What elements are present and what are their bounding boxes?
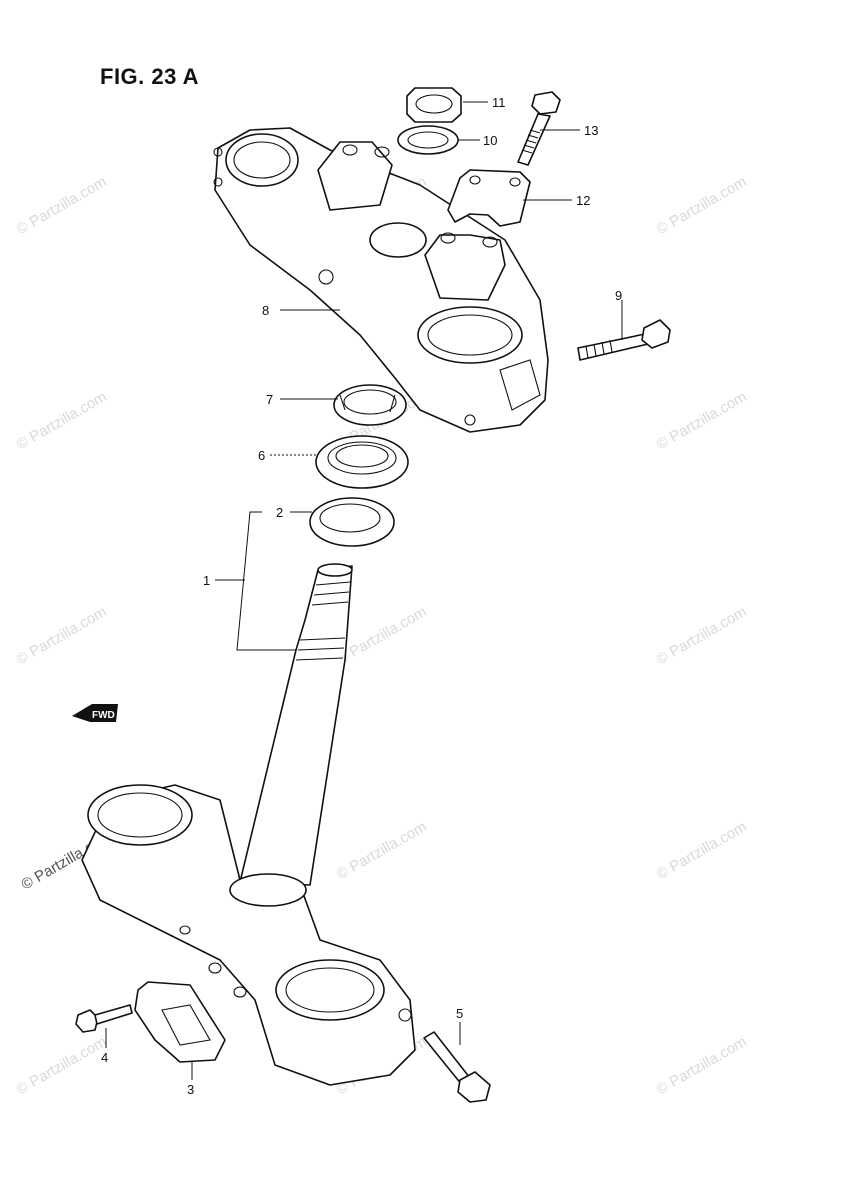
clamp-part-3 bbox=[134, 981, 226, 1063]
washer-part-10 bbox=[397, 125, 459, 155]
steering-stem-part-1 bbox=[239, 563, 353, 886]
locknut-part-7 bbox=[333, 384, 407, 426]
watermark: © Partzilla.com bbox=[14, 388, 110, 453]
upper-bracket-part-8 bbox=[213, 127, 549, 433]
callout-labels: 11 10 13 12 9 8 7 6 2 1 4 3 5 bbox=[101, 95, 622, 1097]
callout-6: 6 bbox=[258, 448, 265, 463]
watermark: © Partzilla.com bbox=[14, 603, 110, 668]
watermark: © Partzilla.com bbox=[654, 388, 750, 453]
callout-2: 2 bbox=[276, 505, 283, 520]
watermark: © Partzilla.com bbox=[14, 173, 110, 238]
bolt-part-13 bbox=[517, 91, 561, 166]
clamp-part-12 bbox=[447, 169, 531, 227]
leader-lines bbox=[105, 101, 623, 1080]
callout-12: 12 bbox=[576, 193, 590, 208]
watermark: © Partzilla.com bbox=[654, 1033, 750, 1098]
forward-direction-marker: FWD bbox=[72, 704, 118, 722]
watermark: © Partzilla.com bbox=[334, 818, 430, 883]
bolt-part-5 bbox=[423, 1031, 491, 1103]
seal-part-2 bbox=[309, 497, 395, 547]
bolt-part-4 bbox=[75, 1004, 133, 1033]
bearing-part-6 bbox=[315, 435, 409, 489]
callout-8: 8 bbox=[262, 303, 269, 318]
watermark: © Partzilla.com bbox=[654, 818, 750, 883]
bolt-part-9 bbox=[577, 319, 671, 361]
fwd-label: FWD bbox=[92, 710, 115, 721]
callout-7: 7 bbox=[266, 392, 273, 407]
watermark: © Partzilla.com bbox=[654, 603, 750, 668]
callout-3: 3 bbox=[187, 1082, 194, 1097]
callout-1: 1 bbox=[203, 573, 210, 588]
callout-9: 9 bbox=[615, 288, 622, 303]
watermark: © Partzilla.com bbox=[654, 173, 750, 238]
watermark: © Partzilla.com bbox=[14, 1033, 110, 1098]
callout-4: 4 bbox=[101, 1050, 108, 1065]
figure-title: FIG. 23 A bbox=[100, 64, 200, 89]
callout-10: 10 bbox=[483, 133, 497, 148]
callout-5: 5 bbox=[456, 1006, 463, 1021]
callout-11: 11 bbox=[492, 95, 506, 110]
lower-bracket-part-1 bbox=[81, 784, 416, 1086]
nut-part-11 bbox=[406, 87, 462, 123]
callout-13: 13 bbox=[584, 123, 598, 138]
